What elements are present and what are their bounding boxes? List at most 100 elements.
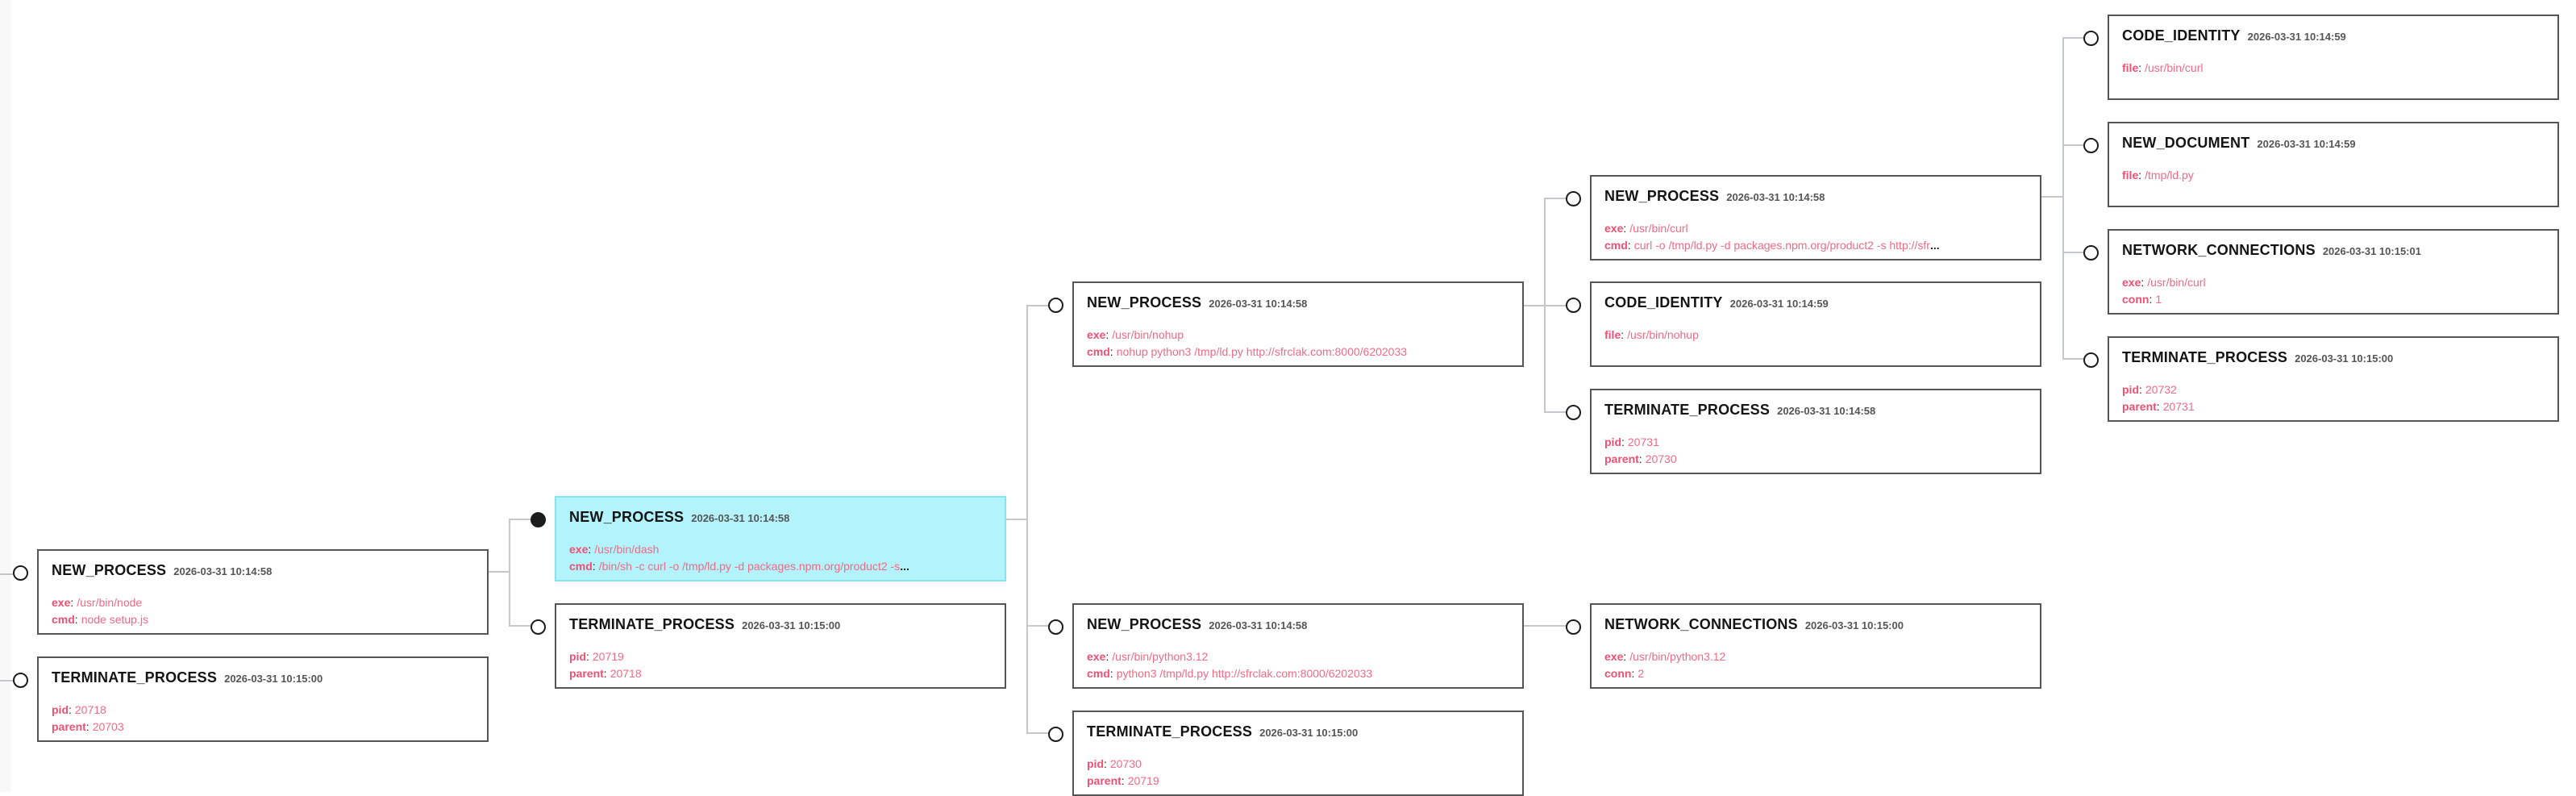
node-toggle-circle-icon[interactable] <box>1048 619 1063 635</box>
connector <box>1026 732 1051 734</box>
field-value: /usr/bin/dash <box>594 543 660 556</box>
connector <box>2062 37 2064 359</box>
event-type: CODE_IDENTITY <box>2122 27 2241 44</box>
field-key: pid <box>52 703 69 716</box>
node-toggle-circle-icon[interactable] <box>1566 298 1581 313</box>
field-separator: : <box>592 560 596 573</box>
node-toggle-circle-icon[interactable] <box>1566 619 1581 635</box>
connector <box>1026 305 1051 306</box>
field-key: cmd <box>1087 345 1110 358</box>
field-row-pid: pid:20718 <box>52 702 471 719</box>
field-row-exe: exe:/usr/bin/python3.12 <box>1604 648 2024 665</box>
node-toggle-circle-icon[interactable] <box>531 619 546 635</box>
node-toggle-circle-icon[interactable] <box>1566 191 1581 206</box>
field-row-pid: pid:20730 <box>1087 756 1506 773</box>
field-row-cmd: cmd:nohup python3 /tmp/ld.py http://sfrc… <box>1087 344 1506 360</box>
field-key: cmd <box>1604 239 1628 252</box>
field-value: /usr/bin/curl <box>2147 276 2206 289</box>
field-value: /usr/bin/curl <box>1629 222 1688 235</box>
field-row-parent: parent:20719 <box>1087 773 1506 790</box>
field-key: parent <box>1087 774 1122 787</box>
field-key: parent <box>52 720 86 733</box>
event-timestamp: 2026-03-31 10:15:00 <box>742 619 841 631</box>
event-timestamp: 2026-03-31 10:14:58 <box>1726 191 1825 203</box>
field-key: pid <box>1604 436 1621 448</box>
field-key: cmd <box>569 560 593 573</box>
truncation-ellipsis: ... <box>900 560 909 573</box>
node-toggle-circle-icon[interactable] <box>2083 138 2099 153</box>
canvas-left-edge <box>0 0 11 792</box>
field-key: parent <box>569 667 604 680</box>
node-toggle-circle-icon[interactable] <box>2083 352 2099 368</box>
field-row-cmd: cmd:curl -o /tmp/ld.py -d packages.npm.o… <box>1604 237 2024 254</box>
field-row-file: file:/usr/bin/curl <box>2122 60 2541 77</box>
field-separator: : <box>1109 345 1113 358</box>
field-separator: : <box>1631 667 1635 680</box>
connector <box>1026 305 1028 733</box>
event-type: NEW_PROCESS <box>569 509 685 525</box>
node-toggle-circle-icon[interactable] <box>2083 245 2099 260</box>
node-toggle-circle-icon[interactable] <box>13 565 28 581</box>
connector <box>1544 305 1568 306</box>
field-separator: : <box>74 613 78 626</box>
field-row-exe: exe:/usr/bin/node <box>52 594 471 611</box>
field-value: 20732 <box>2145 383 2177 396</box>
field-key: exe <box>1604 650 1624 663</box>
field-key: exe <box>2122 276 2141 289</box>
field-row-file: file:/tmp/ld.py <box>2122 167 2541 184</box>
field-value: 20718 <box>610 667 642 680</box>
connector <box>509 625 533 627</box>
field-value: /usr/bin/nohup <box>1627 328 1699 341</box>
field-key: cmd <box>1087 667 1110 680</box>
node-toggle-circle-icon[interactable] <box>13 673 28 688</box>
field-separator: : <box>2138 61 2142 74</box>
event-card-new-process[interactable]: NEW_PROCESS 2026-03-31 10:14:58 exe:/usr/b… <box>555 496 1006 581</box>
field-row-pid: pid:20719 <box>569 648 988 665</box>
field-separator: : <box>2141 276 2145 289</box>
event-timestamp: 2026-03-31 10:14:58 <box>691 512 790 524</box>
field-separator: : <box>1109 667 1113 680</box>
node-toggle-circle-icon[interactable] <box>531 512 546 527</box>
field-key: file <box>2122 169 2139 181</box>
field-key: file <box>2122 61 2139 74</box>
field-row-exe: exe:/usr/bin/dash <box>569 541 988 558</box>
field-separator: : <box>1105 650 1109 663</box>
node-toggle-circle-icon[interactable] <box>1048 298 1063 313</box>
node-toggle-circle-icon[interactable] <box>2083 31 2099 46</box>
node-toggle-circle-icon[interactable] <box>1566 405 1581 420</box>
connector <box>2062 252 2087 253</box>
field-row-exe: exe:/usr/bin/curl <box>1604 220 2024 237</box>
event-timestamp: 2026-03-31 10:14:58 <box>1777 405 1876 417</box>
field-row-parent: parent:20718 <box>569 665 988 682</box>
connector <box>489 571 510 573</box>
node-toggle-circle-icon[interactable] <box>1048 727 1063 742</box>
event-timestamp: 2026-03-31 10:14:59 <box>1729 298 1829 310</box>
